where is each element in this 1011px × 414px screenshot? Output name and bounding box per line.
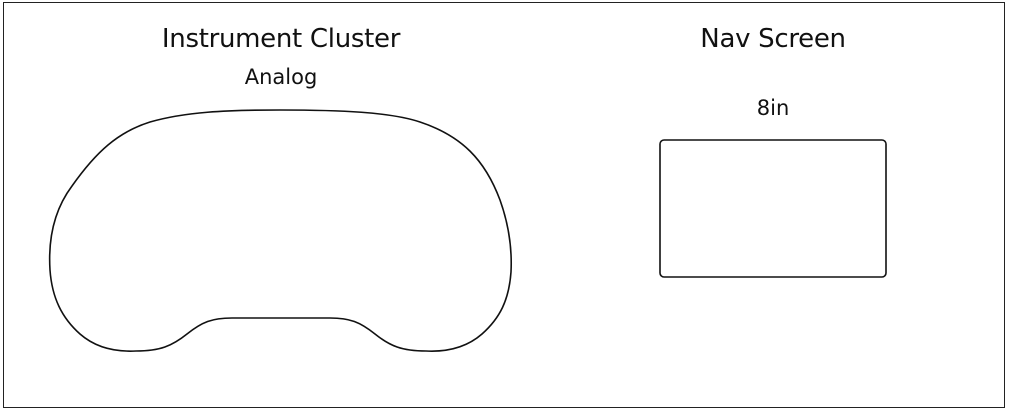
instrument-cluster-subtitle: Analog [244, 65, 318, 89]
instrument-cluster-title: Instrument Cluster [161, 24, 401, 54]
instrument-cluster-outline [48, 109, 513, 352]
nav-screen-rectangle [659, 139, 887, 278]
nav-screen-subtitle: 8in [756, 96, 790, 120]
diagram-frame [3, 2, 1005, 408]
nav-screen-title: Nav Screen [700, 24, 846, 54]
